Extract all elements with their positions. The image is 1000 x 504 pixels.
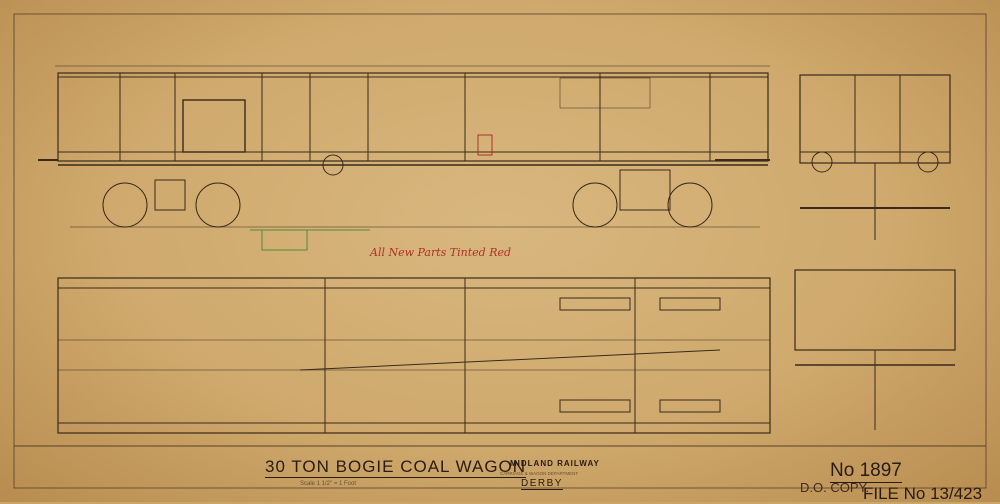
- drawing-number: No 1897: [830, 460, 902, 483]
- red-tint-note: All New Parts Tinted Red: [370, 246, 512, 259]
- file-number: FILE No 13/423: [863, 484, 983, 503]
- department-name: CARRIAGE & WAGON DEPARTMENT: [500, 471, 579, 476]
- sheet-border: [13, 13, 987, 489]
- side-elevation: [38, 65, 770, 228]
- drawing-scale: Scale 1 1/2" = 1 Foot: [300, 481, 356, 487]
- green-annotation: [250, 229, 370, 251]
- copy-stamp: D.O. COPY.: [800, 480, 870, 495]
- city-name: DERBY: [521, 478, 563, 490]
- drawing-title: 30 TON BOGIE COAL WAGON: [265, 457, 527, 478]
- plan-view: [57, 277, 771, 434]
- end-elevation: [799, 74, 951, 240]
- end-section: [794, 269, 956, 430]
- company-name: MIDLAND RAILWAY: [510, 459, 600, 468]
